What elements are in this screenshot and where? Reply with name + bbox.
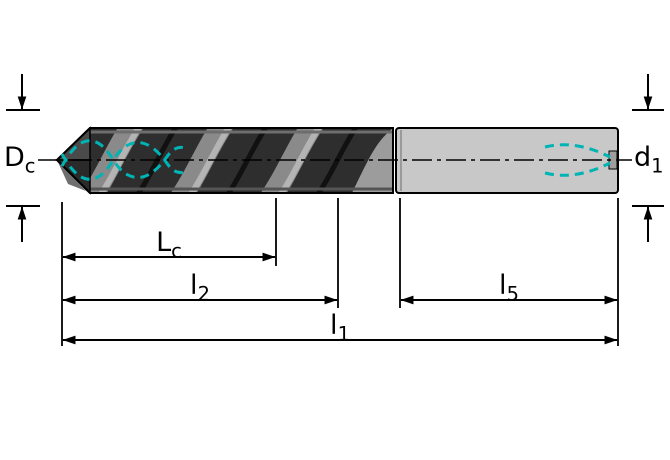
l5-sub: 5	[506, 282, 519, 306]
dim-dc	[6, 74, 40, 242]
d1-sub: 1	[651, 154, 664, 178]
l2-base: l	[190, 270, 198, 301]
flute-highlight	[181, 128, 239, 193]
dim-label-l5: l5	[479, 270, 539, 304]
dim-label-d1: d1	[634, 142, 664, 176]
extension-lines	[61, 198, 619, 346]
flute-groove-edge	[308, 128, 366, 193]
flute-groove-edge	[128, 128, 186, 193]
flute-ribbon	[76, 128, 148, 193]
l1-base: l	[330, 310, 338, 341]
dim-label-lc: Lc	[139, 227, 199, 261]
dimension-lines	[62, 252, 618, 345]
coolant-channel-shank-a	[544, 143, 611, 159]
dc-sub: c	[24, 154, 36, 178]
dim-label-l1: l1	[310, 310, 370, 344]
d1-base: d	[634, 142, 652, 173]
flute-ribbon	[166, 128, 238, 193]
dim-label-dc: Dc	[4, 142, 35, 176]
flute-groove-edge	[218, 128, 276, 193]
dc-base: D	[4, 142, 25, 173]
flute-highlight	[91, 128, 149, 193]
lc-base: L	[156, 227, 172, 258]
dim-label-l2: l2	[170, 270, 230, 304]
flute-ribbon	[256, 128, 328, 193]
flute-highlight	[271, 128, 329, 193]
dim-d1	[632, 74, 664, 242]
l2-sub: 2	[197, 282, 210, 306]
coolant-channel-shank-b	[544, 161, 611, 177]
lc-sub: c	[171, 239, 182, 263]
coolant-channel-tip-a	[60, 139, 186, 179]
coolant-channel-tip-b	[60, 141, 186, 181]
l1-sub: 1	[337, 322, 350, 346]
l5-base: l	[499, 270, 507, 301]
coolant-channels	[60, 139, 611, 181]
